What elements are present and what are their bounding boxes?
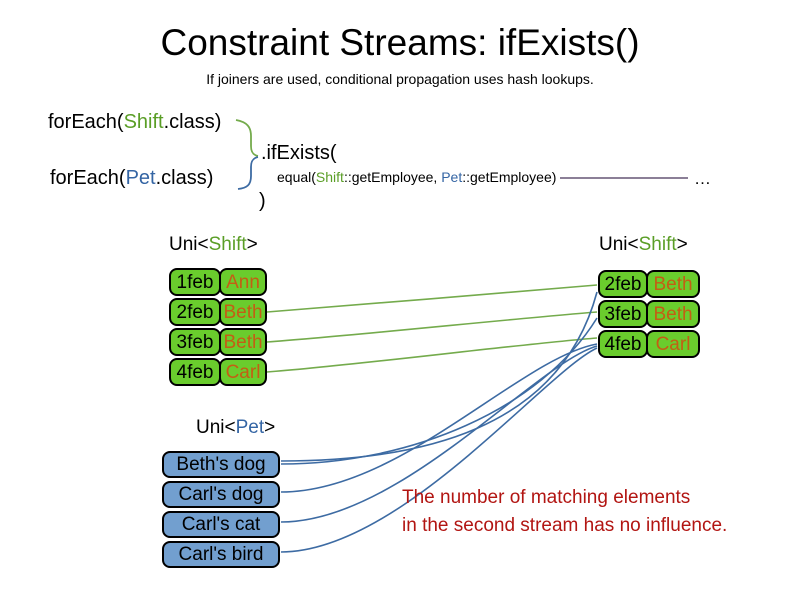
foreach-brace-bottom-blue [237, 156, 259, 190]
foreach-shift-pre: forEach( [48, 111, 124, 133]
shift-employee-cell: Carl [646, 330, 700, 358]
shift-date-cell: 4feb [169, 358, 221, 386]
uni-shift-right-label: Uni<Shift> [599, 234, 688, 256]
connector-beths-dog-3feb [280, 317, 598, 465]
equal-pre: equal( [277, 169, 316, 185]
shift-date-cell: 3feb [598, 300, 648, 328]
note-text: The number of matching elements in the s… [402, 484, 727, 540]
foreach-brace-top-green [235, 119, 259, 157]
equal-mid: ::getEmployee, [343, 169, 442, 185]
uni-pet-label-type: Pet [235, 417, 265, 438]
shift-date-cell: 2feb [598, 270, 648, 298]
note-line-1: The number of matching elements [402, 487, 691, 508]
page-title: Constraint Streams: ifExists() [160, 22, 640, 63]
shift-employee-cell: Carl [219, 358, 267, 386]
pet-item: Beth's dog [162, 451, 280, 478]
shift-date-cell: 1feb [169, 268, 221, 296]
shift-date-cell: 3feb [169, 328, 221, 356]
foreach-pet-post: .class) [155, 167, 214, 189]
connector-beths-dog-2feb [280, 291, 598, 462]
shift-employee-cell: Beth [219, 328, 267, 356]
pet-item: Carl's cat [162, 511, 280, 538]
connector-shift-2feb [266, 284, 598, 313]
shift-employee-cell: Beth [646, 270, 700, 298]
uni-pet-label: Uni<Pet> [196, 417, 275, 439]
pet-class-token: Pet [125, 167, 156, 189]
uni-pet-label-post: > [264, 417, 276, 438]
shift-date-cell: 2feb [169, 298, 221, 326]
connector-shift-4feb [266, 337, 598, 373]
uni-shift-left-label-post: > [246, 234, 258, 255]
uni-shift-left-label-type: Shift [208, 234, 247, 255]
connector-carls-dog-4feb [280, 343, 598, 493]
page-subtitle: If joiners are used, conditional propaga… [206, 71, 594, 87]
uni-pet-label-pre: Uni< [196, 417, 236, 438]
shift-date-cell: 4feb [598, 330, 648, 358]
note-line-2: in the second stream has no influence. [402, 515, 728, 536]
shift-employee-cell: Ann [219, 268, 267, 296]
shift-class-token: Shift [123, 111, 164, 133]
uni-shift-right-label-type: Shift [638, 234, 677, 255]
pet-item: Carl's dog [162, 481, 280, 508]
equal-post: ::getEmployee) [462, 169, 557, 185]
shift-employee-cell: Beth [219, 298, 267, 326]
connector-shift-3feb [266, 311, 598, 343]
foreach-pet-code: forEach(Pet.class) [50, 167, 213, 190]
foreach-shift-post: .class) [163, 111, 222, 133]
pet-method-ref-token: Pet [441, 169, 463, 185]
close-paren-code: ) [259, 190, 266, 212]
continuation-ellipsis: … [694, 169, 711, 188]
shift-employee-cell: Beth [646, 300, 700, 328]
uni-shift-right-label-pre: Uni< [599, 234, 639, 255]
pet-item: Carl's bird [162, 541, 280, 568]
equal-joiner-code: equal(Shift::getEmployee, Pet::getEmploy… [277, 169, 556, 185]
uni-shift-left-label-pre: Uni< [169, 234, 209, 255]
ifexists-code: .ifExists( [261, 142, 337, 164]
uni-shift-right-label-post: > [676, 234, 688, 255]
foreach-pet-pre: forEach( [50, 167, 126, 189]
shift-method-ref-token: Shift [315, 169, 344, 185]
foreach-shift-code: forEach(Shift.class) [48, 111, 221, 134]
uni-shift-left-label: Uni<Shift> [169, 234, 258, 256]
